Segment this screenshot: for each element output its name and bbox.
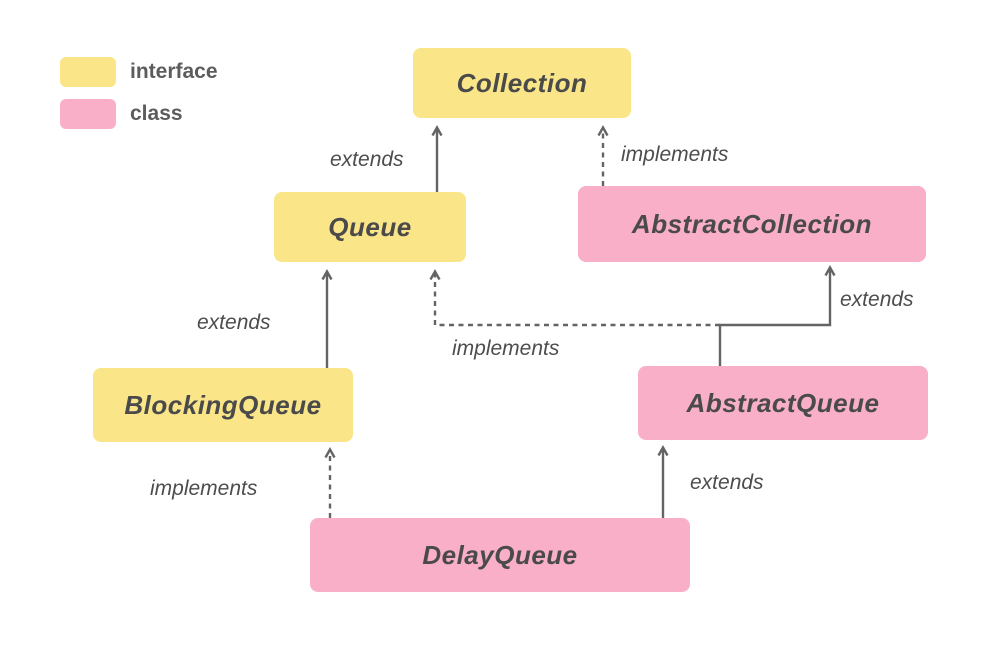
edge-abstractqueue-implements-queue	[429, 269, 720, 327]
edge-label-delayqueue-implements-blockingqueue: implements	[150, 477, 258, 500]
node-blocking-queue-label: BlockingQueue	[124, 389, 322, 420]
node-delay-queue: DelayQueue	[310, 518, 690, 592]
edge-abstractqueue-extends-abstractcollection	[718, 265, 836, 366]
edge-label-abstractcollection-implements-collection: implements	[621, 143, 729, 166]
node-delay-queue-label: DelayQueue	[422, 539, 578, 570]
class-color-swatch	[60, 99, 116, 129]
node-abstract-queue-label: AbstractQueue	[686, 387, 880, 418]
node-queue-label: Queue	[328, 211, 412, 242]
legend-item-interface: interface	[60, 57, 218, 87]
edge-label-queue-extends-collection: extends	[330, 148, 404, 171]
node-abstract-queue: AbstractQueue	[638, 366, 928, 440]
legend-item-class: class	[60, 99, 218, 129]
legend-label-interface: interface	[130, 60, 218, 83]
edge-label-delayqueue-extends-abstractqueue: extends	[690, 471, 764, 494]
node-collection: Collection	[413, 48, 631, 118]
node-collection-label: Collection	[456, 67, 588, 98]
edge-label-abstractqueue-implements-queue: implements	[452, 337, 560, 360]
node-abstract-collection-label: AbstractCollection	[631, 208, 873, 239]
edge-label-blockingqueue-extends-queue: extends	[197, 311, 271, 334]
legend-label-class: class	[130, 102, 183, 125]
node-abstract-collection: AbstractCollection	[578, 186, 926, 262]
legend: interface class	[60, 57, 218, 141]
node-queue: Queue	[274, 192, 466, 262]
node-blocking-queue: BlockingQueue	[93, 368, 353, 442]
interface-color-swatch	[60, 57, 116, 87]
edge-label-abstractqueue-extends-abstractcollection: extends	[840, 288, 914, 311]
